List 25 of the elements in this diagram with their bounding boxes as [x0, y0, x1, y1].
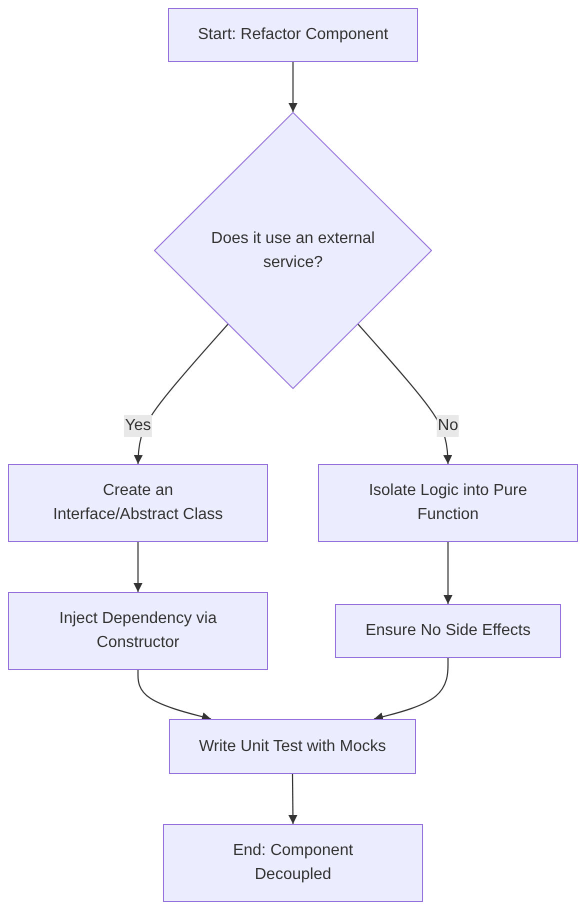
process-box: [169, 719, 416, 774]
process-box: [8, 464, 268, 542]
process-box: [8, 592, 268, 670]
step-label: Ensure No Side Effects: [365, 621, 531, 641]
edge-label: No: [436, 415, 460, 437]
process-box: [318, 464, 578, 542]
step-label: Start: Refactor Component: [198, 25, 388, 45]
process-box: [163, 824, 423, 902]
step-label: Inject Dependency via Constructor: [58, 609, 218, 653]
arrow: [288, 62, 298, 112]
edge-label: Yes: [124, 415, 152, 437]
arrow: [137, 670, 212, 722]
step-label: Write Unit Test with Mocks: [198, 736, 386, 756]
arrow: [444, 542, 452, 604]
step-label: Does it use an external service?: [210, 228, 376, 272]
arrow: [358, 324, 452, 464]
step-label: End: Component Decoupled: [232, 841, 354, 885]
arrow: [134, 542, 142, 592]
step-label: Isolate Logic into Pure Function: [368, 481, 528, 525]
decision-diamond: [154, 112, 432, 389]
arrow: [374, 658, 449, 722]
process-box: [168, 8, 418, 62]
arrow: [288, 774, 298, 824]
step-label: Create an Interface/Abstract Class: [52, 481, 224, 525]
process-box: [335, 604, 561, 658]
